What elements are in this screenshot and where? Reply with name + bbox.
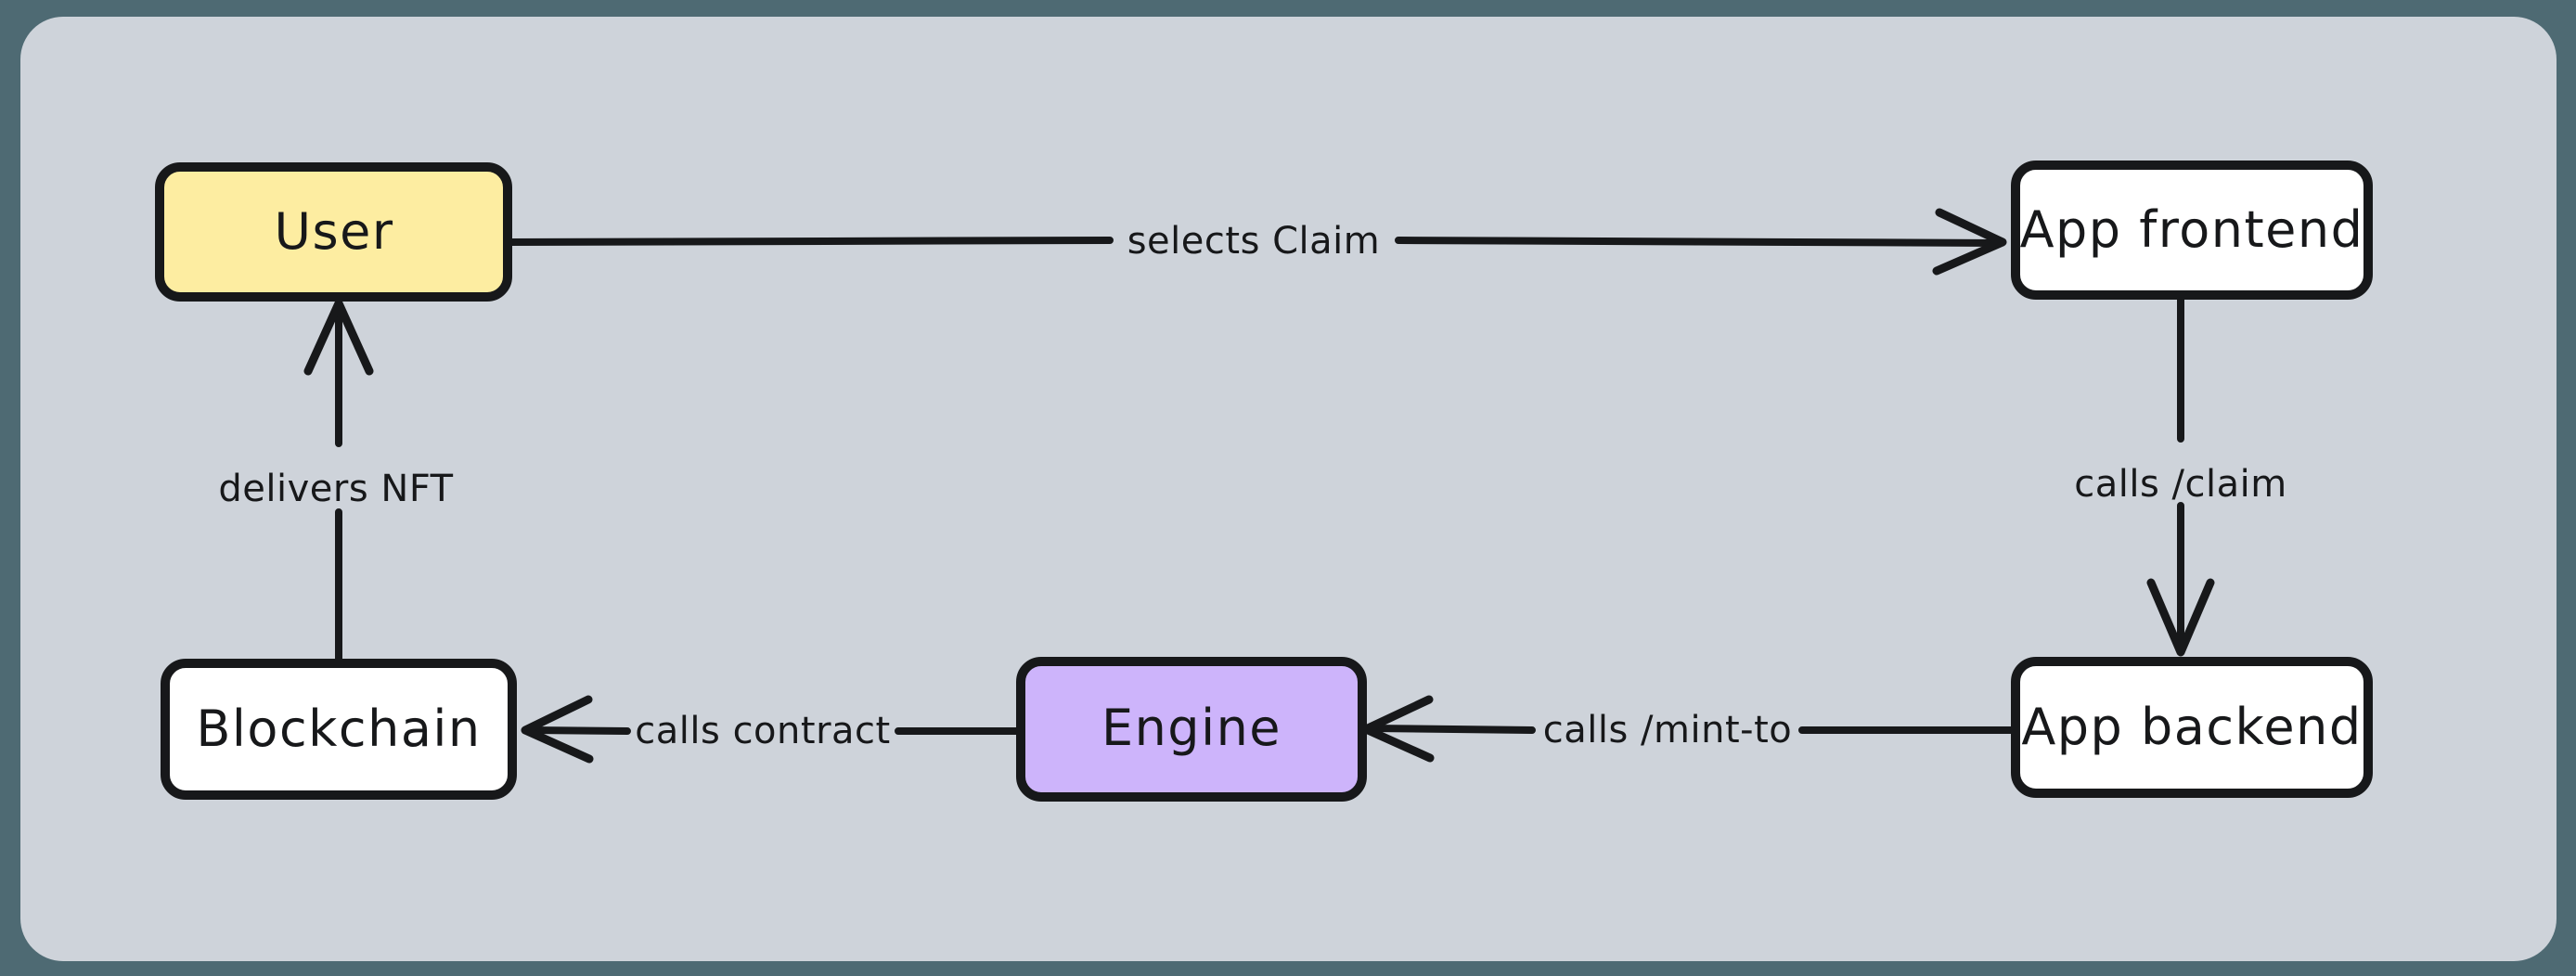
arrow-head-up-user	[303, 299, 374, 376]
node-user-shape[interactable]	[155, 162, 512, 302]
edge-label-blockchain-to-user: delivers NFT	[218, 468, 453, 510]
arrow-head-down-backend	[2146, 578, 2215, 657]
edge-engine-to-blockchain: calls contract	[521, 695, 1021, 764]
edge-backend-to-engine: calls /mint-to	[1361, 695, 2016, 763]
node-engine[interactable]: Engine	[1016, 657, 1367, 802]
node-blockchain-label: Blockchain	[196, 700, 481, 758]
node-app-backend-label: App backend	[2021, 698, 2362, 756]
node-app-frontend-shape[interactable]	[2011, 161, 2373, 300]
edge-blockchain-to-user: delivers NFT	[218, 299, 453, 664]
edge-line-engine-to-blockchain	[527, 726, 1021, 735]
node-app-frontend[interactable]: App frontend	[2011, 161, 2373, 300]
arrow-head-left-blockchain	[521, 695, 594, 764]
edge-user-to-frontend: selects Claim	[506, 208, 2007, 276]
edge-line-user-to-frontend	[506, 237, 2003, 247]
node-user-label: User	[274, 202, 393, 261]
node-blockchain[interactable]: Blockchain	[161, 659, 517, 800]
node-app-backend-shape[interactable]	[2011, 657, 2373, 798]
edge-label-engine-to-blockchain: calls contract	[635, 710, 890, 752]
edge-line-backend-to-engine	[1368, 725, 2016, 734]
edge-label-frontend-to-backend: calls /claim	[2074, 463, 2286, 506]
node-engine-label: Engine	[1101, 699, 1282, 757]
arrow-head-right-frontend	[1932, 208, 2007, 276]
edge-label-user-to-frontend: selects Claim	[1127, 220, 1381, 263]
edge-label-backend-to-engine: calls /mint-to	[1543, 709, 1792, 751]
node-app-backend[interactable]: App backend	[2011, 657, 2373, 798]
node-engine-shape[interactable]	[1016, 657, 1367, 802]
edge-frontend-to-backend: calls /claim	[2074, 293, 2286, 657]
node-app-frontend-label: App frontend	[2020, 200, 2364, 259]
node-blockchain-shape[interactable]	[161, 659, 517, 800]
node-user[interactable]: User	[155, 162, 512, 302]
